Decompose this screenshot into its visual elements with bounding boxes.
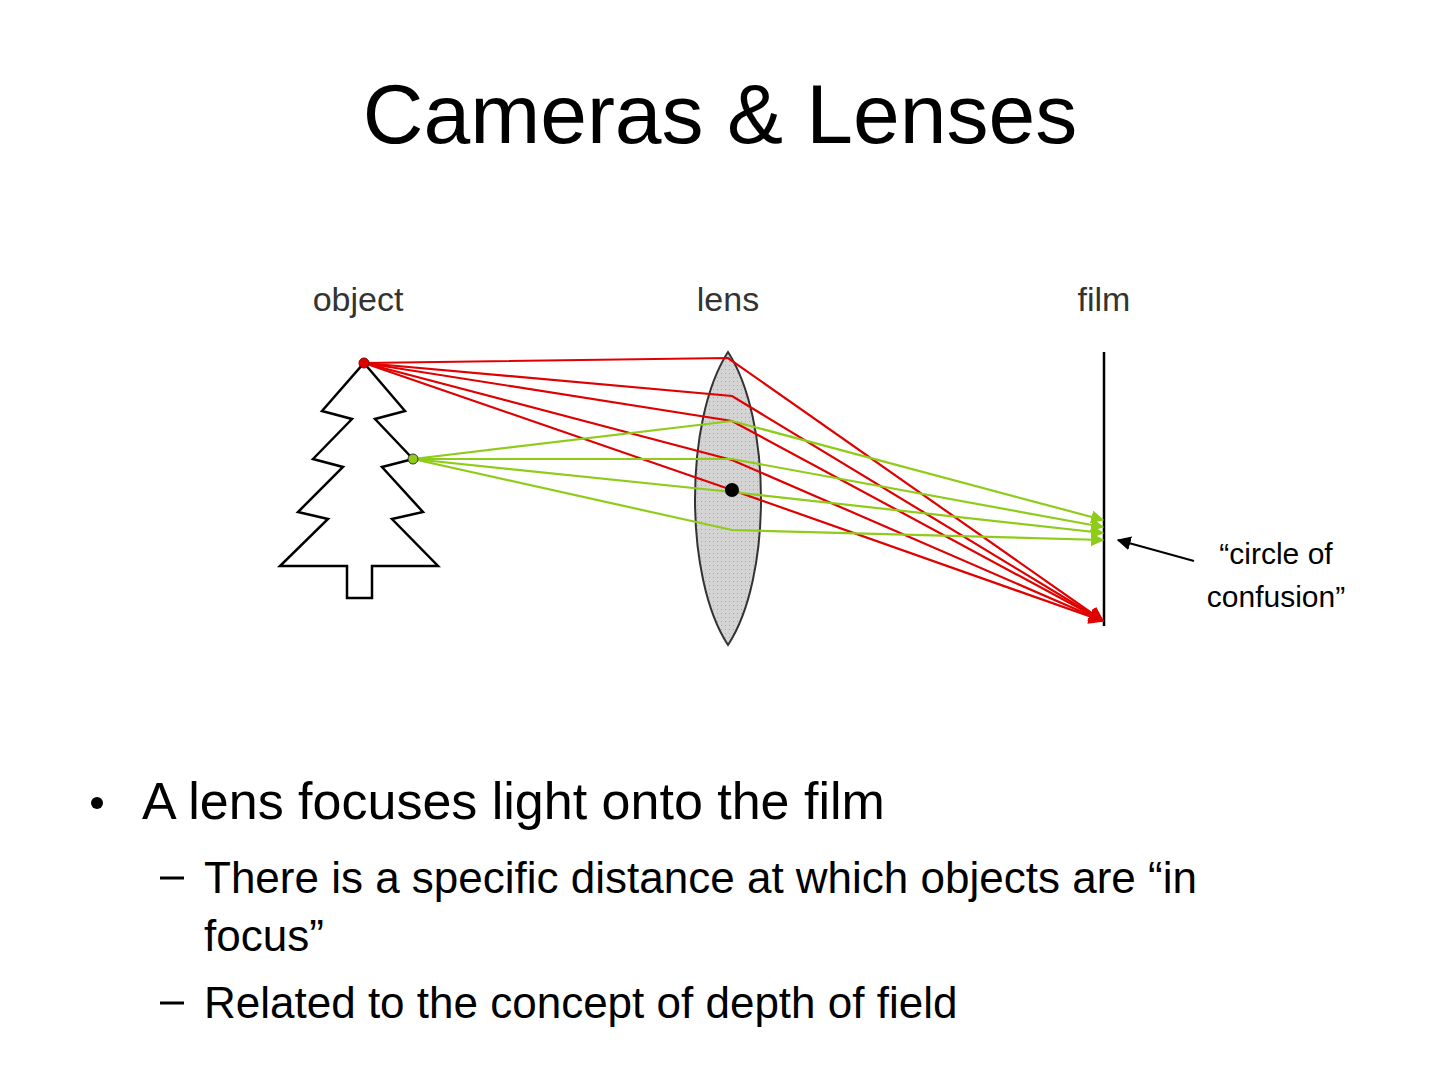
sub-bullet-text: Related to the concept of depth of field <box>204 974 1324 1032</box>
slide-title: Cameras & Lenses <box>0 66 1440 162</box>
tree-object <box>280 363 438 598</box>
light-rays <box>364 358 1103 621</box>
sub-bullet-dash <box>160 877 184 880</box>
bullet-text: A lens focuses light onto the film <box>142 770 1342 832</box>
leader-line <box>1118 540 1194 561</box>
sub-bullet-dash <box>160 1002 184 1005</box>
part-label: lens <box>648 278 808 320</box>
red-ray <box>364 363 1103 621</box>
red-ray <box>364 363 1103 621</box>
object-point-red <box>359 358 369 368</box>
red-ray <box>364 358 1103 621</box>
part-label: film <box>1024 278 1184 320</box>
green-ray <box>413 459 1103 540</box>
lens-center <box>725 483 739 497</box>
red-ray <box>364 363 1103 621</box>
bullet-dot <box>91 797 103 809</box>
film-plane <box>1103 352 1106 626</box>
green-ray <box>413 459 1103 533</box>
callout-label: “circle of confusion” <box>1196 532 1356 618</box>
red-ray <box>364 363 1103 621</box>
part-label: object <box>278 278 438 320</box>
object-point-green <box>408 454 418 464</box>
sub-bullet-text: There is a specific distance at which ob… <box>204 849 1324 965</box>
